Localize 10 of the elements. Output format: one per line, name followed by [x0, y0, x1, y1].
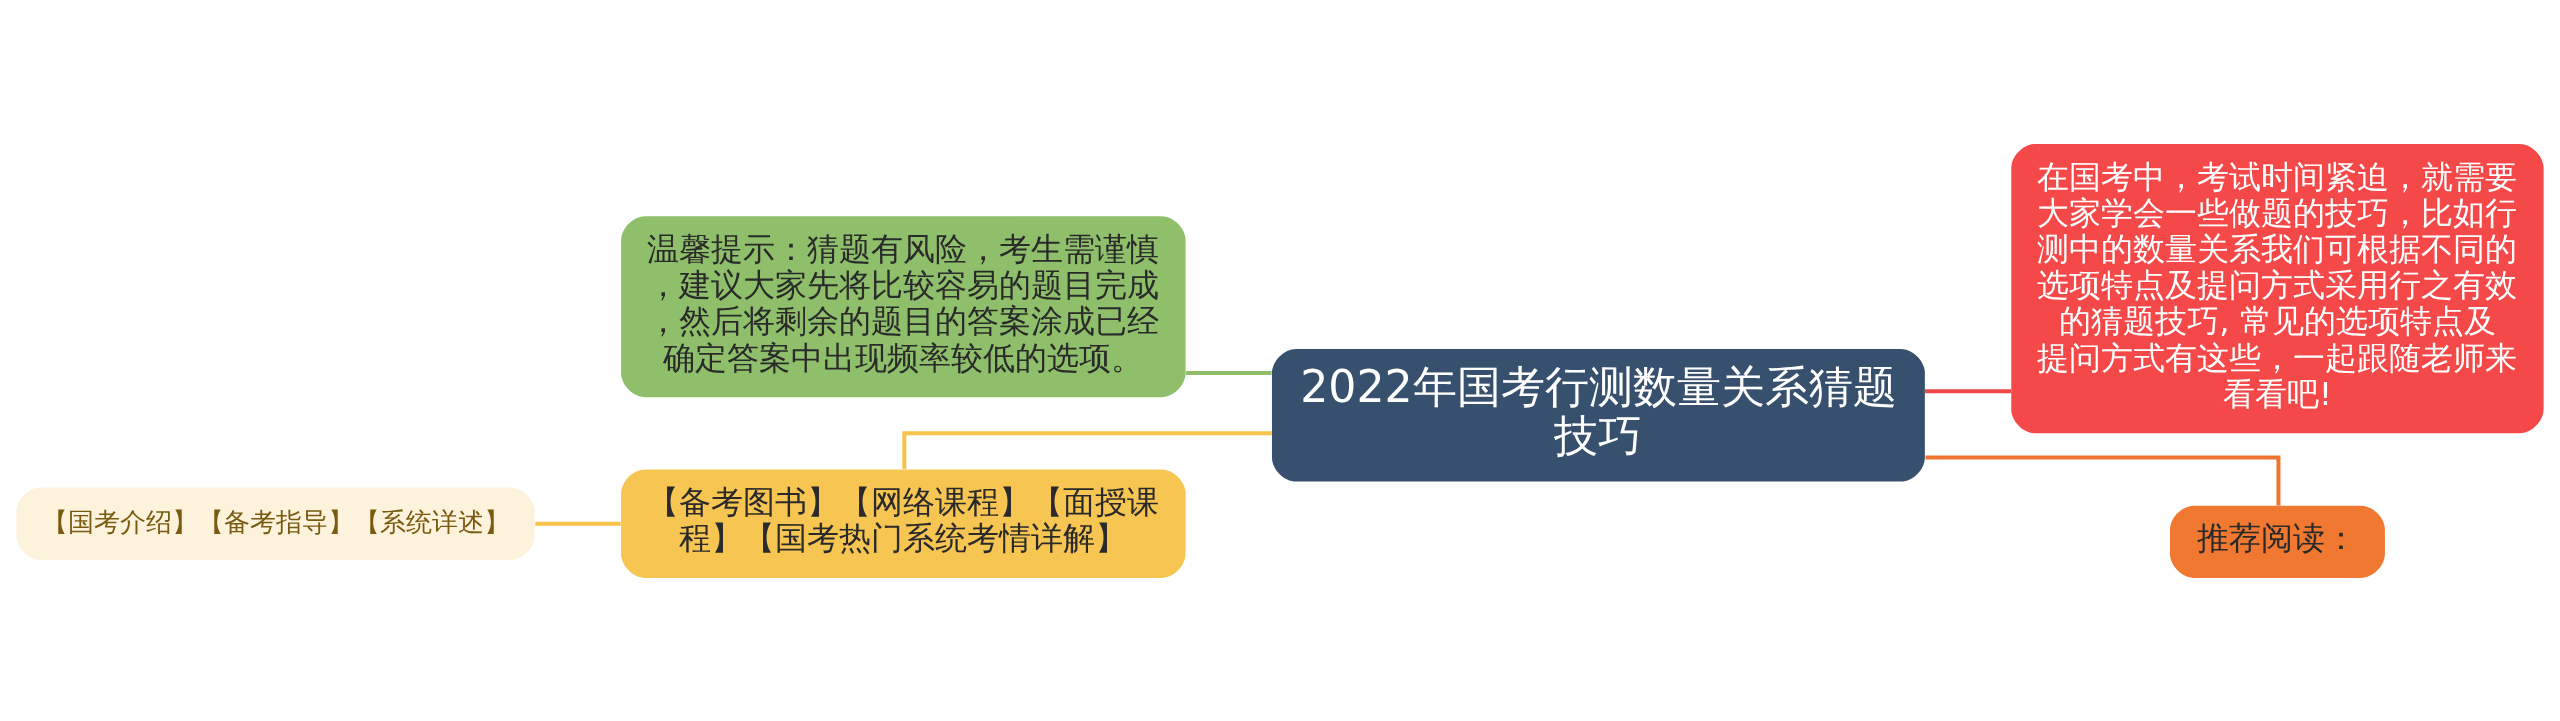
connector	[535, 521, 621, 526]
connector	[1925, 388, 2012, 393]
node-box: 在国考中，考试时间紧迫，就需要大家学会一些做题的技巧，比如行测中的数量关系我们可根据不同的选项特点及提问方式采用行之有效的猜题技巧, 常见的选项特点及提问方式有这些，一起跟随老师来看看吧!	[2011, 143, 2544, 433]
node-box: 2022年国考行测数量关系猜题技巧	[1271, 348, 1925, 482]
node-box: 【备考图书】【网络课程】【面授课程】【国考热门系统考情详解】	[621, 469, 1186, 578]
node-box: 温馨提示：猜题有风险，考生需谨慎，建议大家先将比较容易的题目完成，然后将剩余的题目的答案涂成已经确定答案中出现频率较低的选项。	[621, 215, 1186, 397]
node-box: 【国考介绍】【备考指导】【系统详述】	[16, 487, 535, 560]
connector	[1186, 370, 1272, 375]
connector	[1925, 454, 2281, 505]
node-box: 推荐阅读：	[2169, 505, 2385, 578]
